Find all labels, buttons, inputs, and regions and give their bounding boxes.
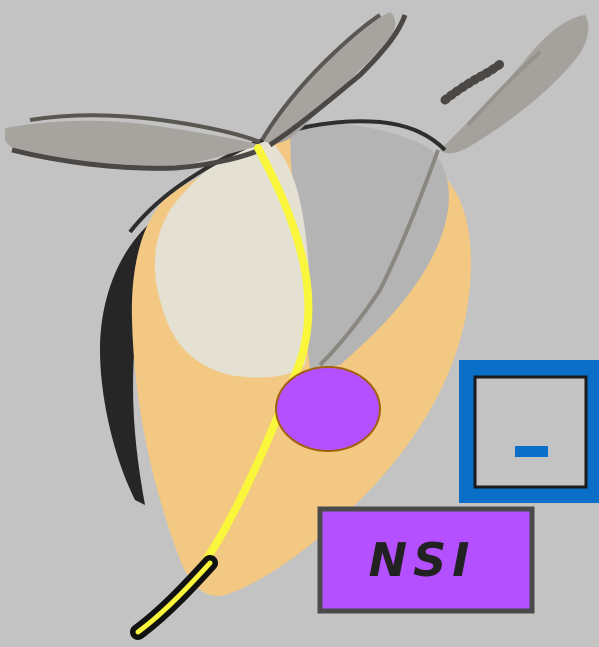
nsi-label-box: NSI	[320, 509, 532, 611]
minus-icon	[515, 446, 548, 457]
nsi-label: NSI	[369, 533, 476, 587]
purple-balloon-marker	[276, 367, 380, 451]
minus-symbol-panel	[459, 360, 599, 503]
